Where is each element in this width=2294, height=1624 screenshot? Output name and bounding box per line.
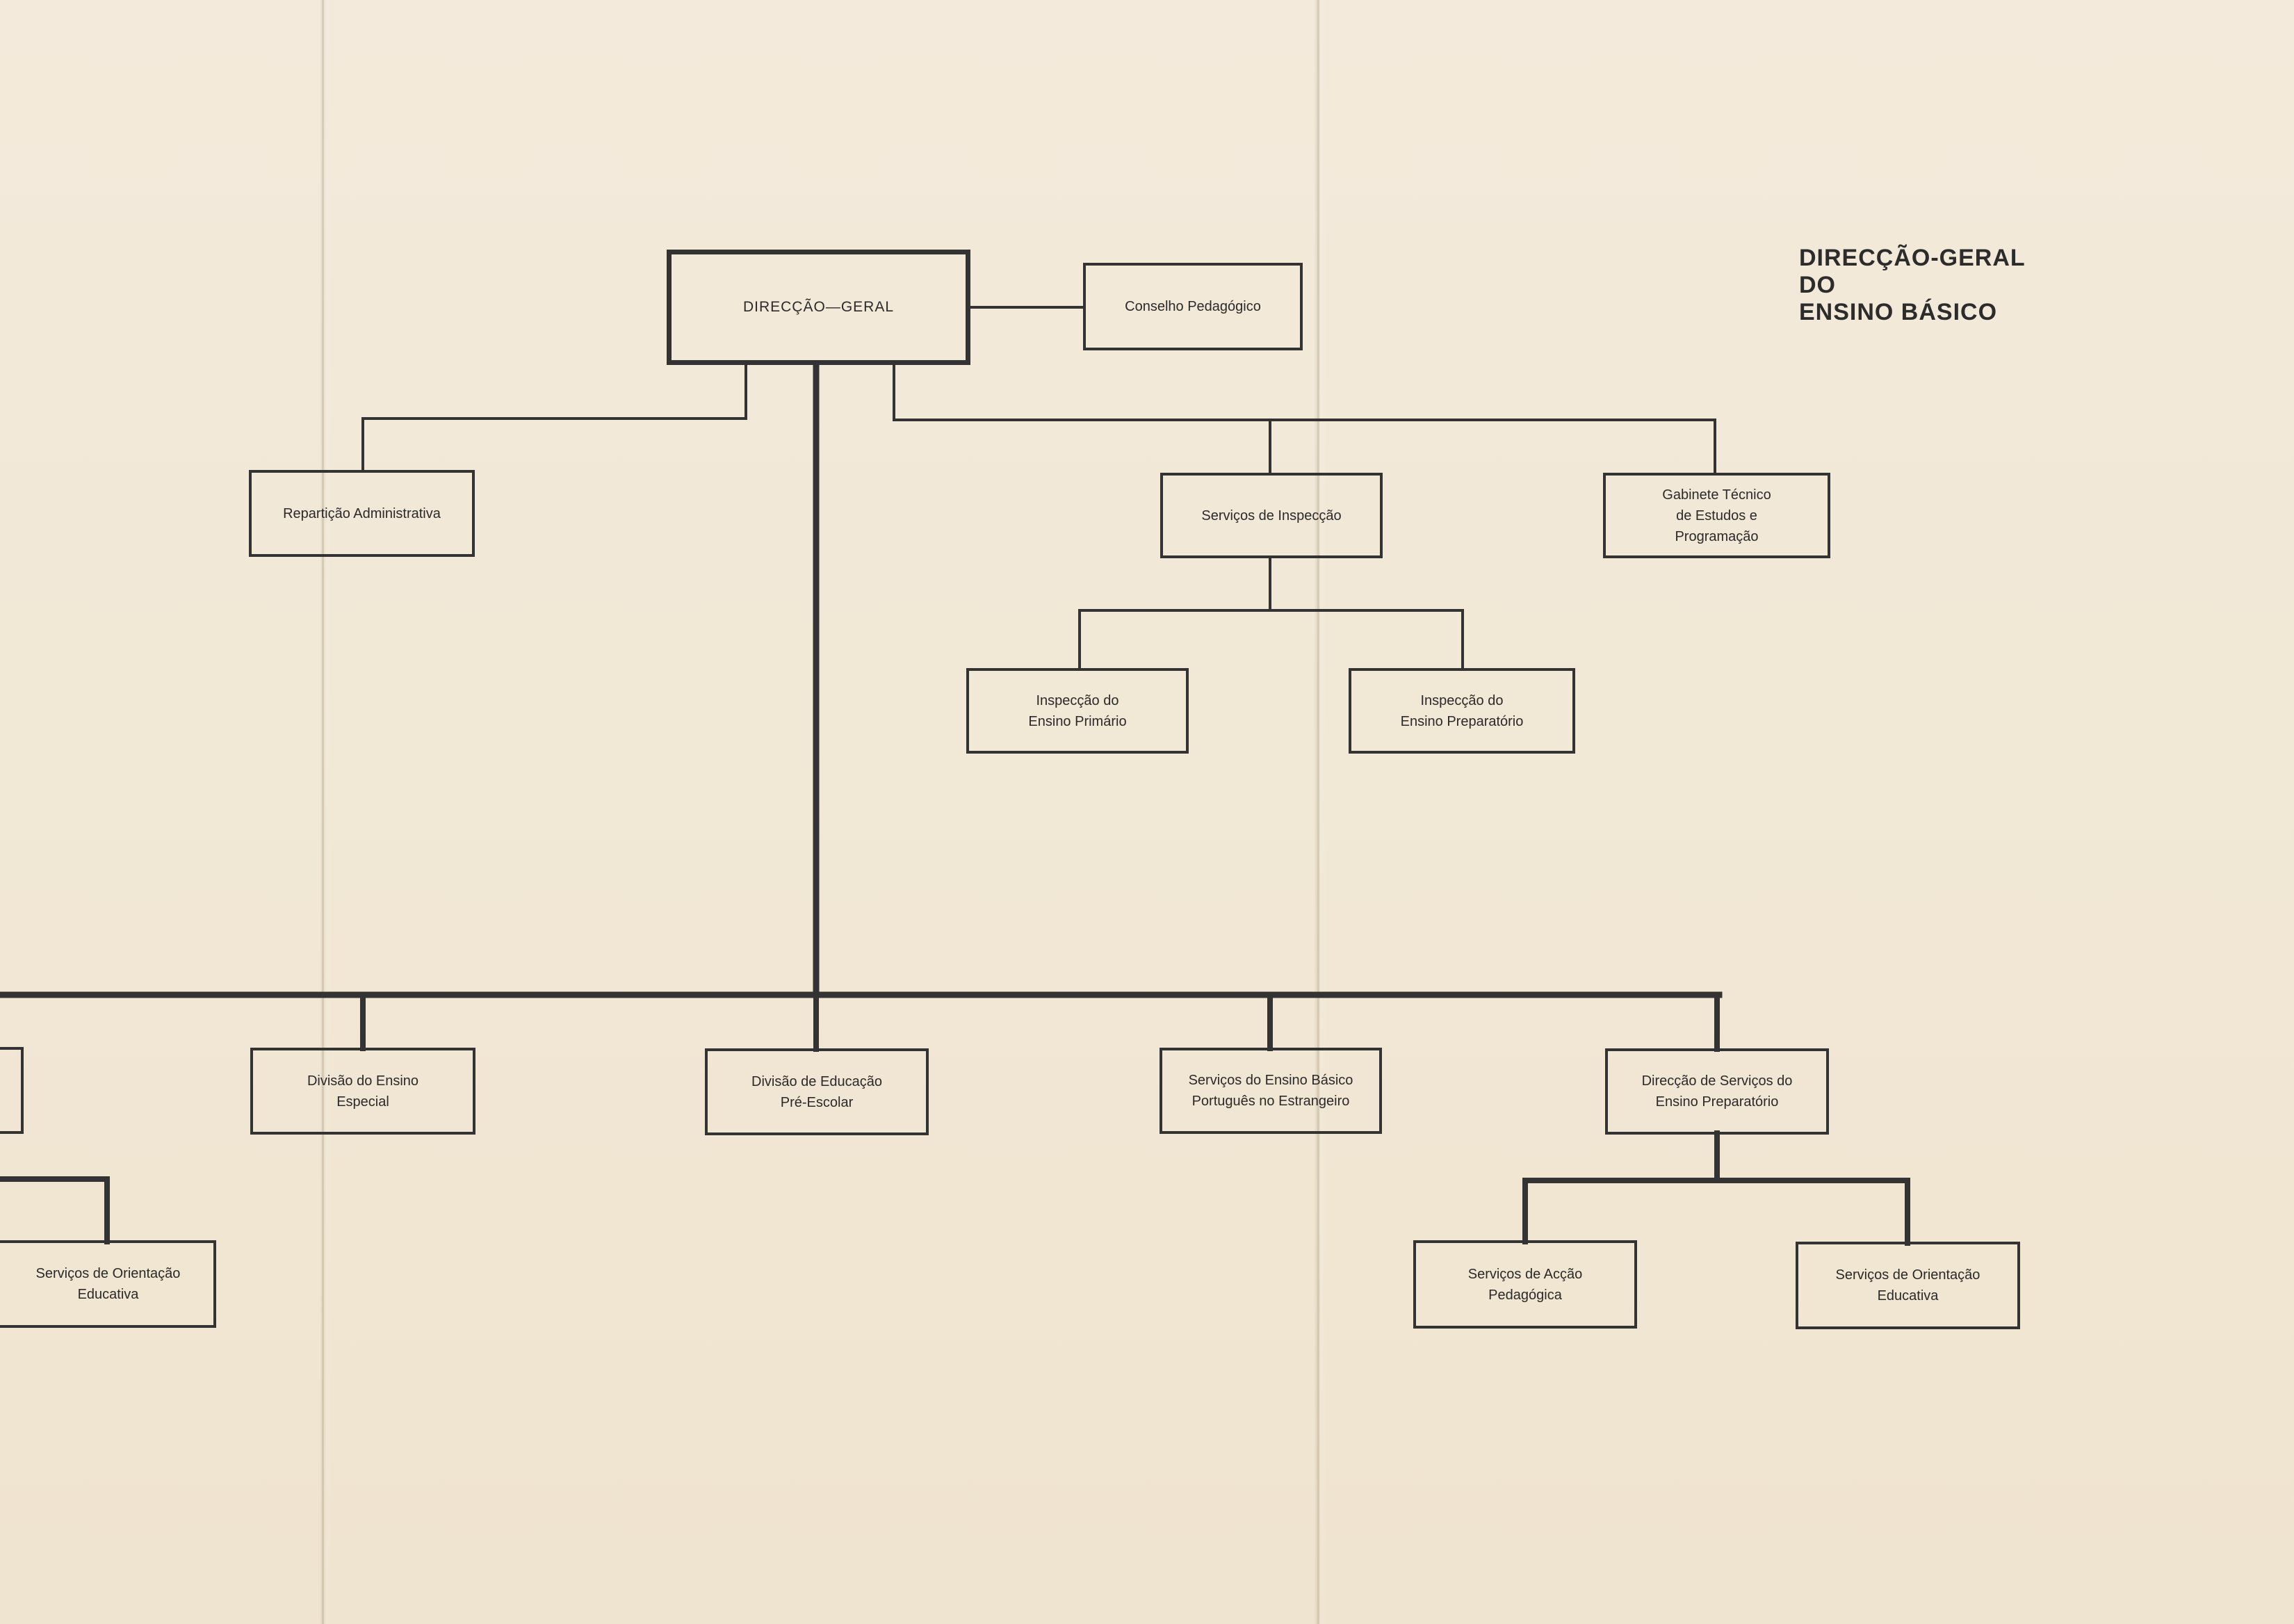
node-servicos-ensino-basico-estrangeiro: Serviços do Ensino Básico Português no E… (1160, 1048, 1382, 1134)
node-label-line-2: Pedagógica (1488, 1287, 1562, 1303)
node-label-line-2: Educativa (1877, 1288, 1939, 1304)
node-label-line-1: Serviços de Orientação (35, 1266, 181, 1281)
node-label-line-1: Inspecção do (1036, 692, 1119, 708)
node-label-line-2: Ensino Preparatório (1400, 713, 1524, 729)
node-label-line-2: de Estudos e (1676, 508, 1757, 523)
node-label: Conselho Pedagógico (1125, 299, 1261, 314)
node-conselho-pedagogico: Conselho Pedagógico (1083, 263, 1303, 350)
connector-ds-bar (1522, 1178, 1910, 1246)
node-label-line-1: Serviços de Acção (1467, 1266, 1583, 1282)
node-label-line-2: Ensino Primário (1028, 713, 1127, 729)
node-label-line-1: Gabinete Técnico (1662, 487, 1771, 503)
node-label-line-1: Divisão do Ensino (307, 1073, 419, 1089)
node-label-line-1: Direcção de Serviços do (1641, 1073, 1793, 1089)
fold-line-center (1317, 0, 1319, 1624)
connector-inspeccao-bar (1078, 609, 1464, 670)
title-line-1: DIRECÇÃO-GERAL (1799, 245, 2026, 271)
node-label: DIRECÇÃO—GERAL (742, 299, 895, 315)
node-reparticao-administrativa: Repartição Administrativa (249, 470, 475, 557)
node-label-line-1: Inspecção do (1420, 692, 1504, 708)
node-servicos-accao-pedagogica: Serviços de Acção Pedagógica (1413, 1240, 1637, 1329)
node-inspeccao-primario: Inspecção do Ensino Primário (966, 668, 1189, 754)
title-line-3: ENSINO BÁSICO (1799, 299, 1998, 325)
node-servicos-orientacao-educativa-left: Serviços de Orientação Educativa (0, 1240, 216, 1328)
node-cut-off-left (0, 1047, 24, 1134)
node-inspeccao-preparatorio: Inspecção do Ensino Preparatório (1349, 668, 1575, 754)
node-divisao-ensino-especial: Divisão do Ensino Especial (250, 1048, 475, 1135)
fold-line-left (322, 0, 324, 1624)
title-line-2: DO (1799, 272, 1836, 298)
document-title: DIRECÇÃO-GERAL DO ENSINO BÁSICO (1799, 245, 2026, 326)
node-servicos-orientacao-educativa: Serviços de Orientação Educativa (1796, 1242, 2020, 1329)
node-label-line-1: Divisão de Educação (751, 1073, 882, 1089)
connector-dg-gabinete (893, 362, 1716, 474)
node-label-line-1: Serviços do Ensino Básico (1188, 1073, 1353, 1088)
connector-left-subtree (0, 1176, 110, 1244)
node-divisao-educacao-pre-escolar: Divisão de Educação Pré-Escolar (705, 1048, 929, 1135)
node-direccao-geral: DIRECÇÃO—GERAL (667, 250, 970, 365)
node-label-line-2: Educativa (77, 1287, 139, 1302)
node-label-line-2: Ensino Preparatório (1655, 1094, 1779, 1110)
node-gabinete-tecnico: Gabinete Técnico de Estudos e Programaçã… (1603, 473, 1830, 558)
node-label-line-2: Especial (336, 1094, 389, 1110)
node-label-line-2: Pré-Escolar (780, 1094, 854, 1110)
node-label: Serviços de Inspecção (1201, 508, 1342, 523)
node-label-line-3: Programação (1675, 528, 1759, 544)
node-direccao-servicos-preparatorio: Direcção de Serviços do Ensino Preparató… (1605, 1048, 1829, 1135)
connector-dg-reparticao (361, 362, 747, 472)
node-label-line-2: Português no Estrangeiro (1191, 1094, 1350, 1109)
node-label-line-1: Serviços de Orientação (1835, 1267, 1980, 1283)
node-servicos-inspeccao: Serviços de Inspecção (1160, 473, 1383, 558)
node-label: Repartição Administrativa (283, 505, 441, 521)
